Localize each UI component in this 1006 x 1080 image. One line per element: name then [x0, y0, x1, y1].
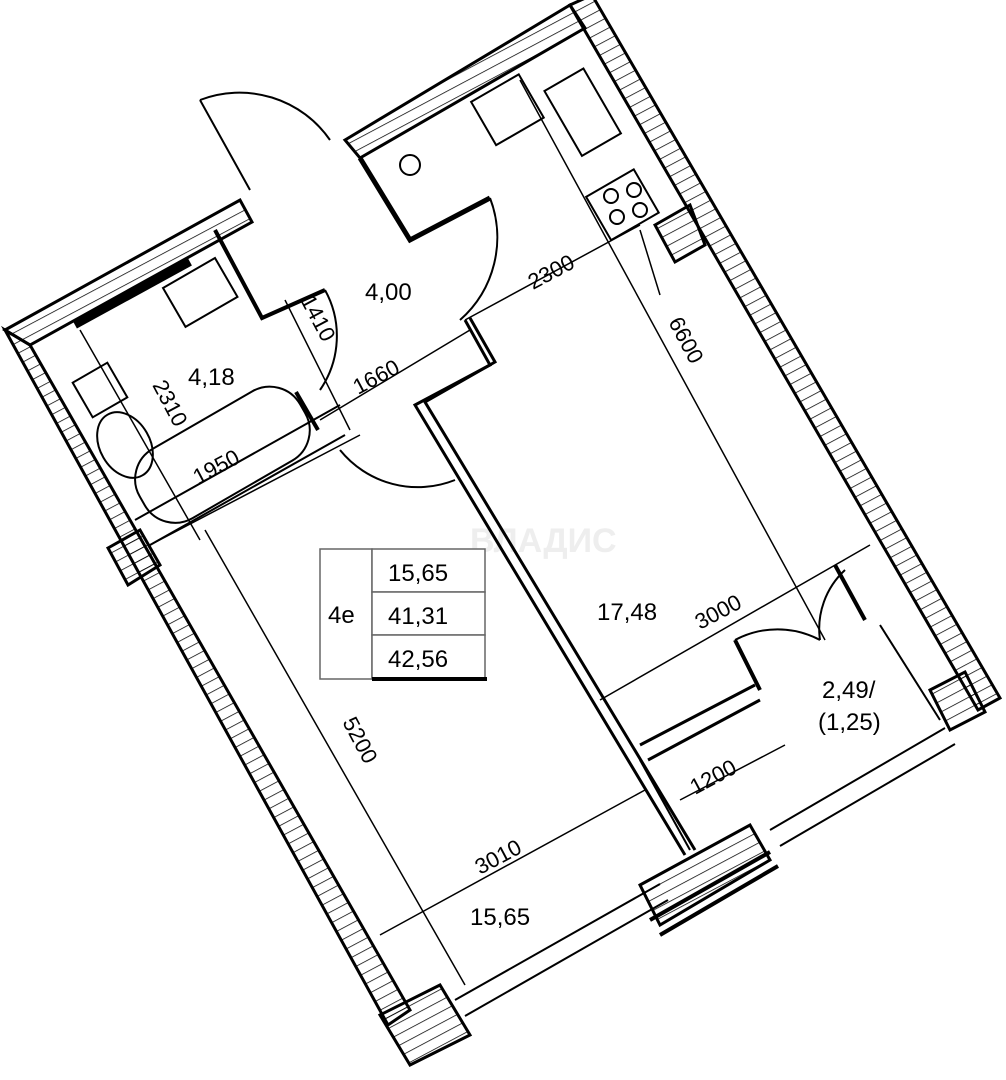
boiler-icon [399, 154, 421, 176]
dimension-lines [79, 79, 871, 986]
dishwasher-icon [543, 67, 623, 158]
interior-walls [134, 156, 941, 856]
total-area-value: 41,31 [388, 603, 448, 630]
bathtub-icon [134, 385, 311, 524]
living-area-value: 15,65 [388, 560, 448, 587]
dimension-1200: 1200 [686, 754, 741, 799]
doors [199, 91, 846, 641]
toilet-icon [71, 361, 129, 419]
dimension-2310: 2310 [148, 376, 193, 431]
dimension-2300: 2300 [524, 249, 579, 294]
dimension-3000: 3000 [691, 589, 746, 634]
dimension-5200: 5200 [338, 713, 383, 768]
room-area-balcony: 2,49/ [822, 677, 876, 704]
info-box: 4е 15,65 41,31 42,56 [319, 548, 487, 681]
room-area-balcony-reduced: (1,25) [818, 709, 881, 736]
room-area-bathroom: 4,18 [188, 364, 235, 391]
stove-icon [584, 167, 661, 242]
dimension-1410: 1410 [296, 291, 341, 346]
dimension-1950: 1950 [189, 444, 244, 489]
dimension-6600: 6600 [664, 313, 709, 368]
dimension-1660: 1660 [349, 354, 404, 399]
room-area-hall: 4,00 [365, 279, 412, 306]
windows [454, 727, 956, 1017]
watermark: ВЛАДИС [470, 522, 617, 560]
apartment-code: 4е [328, 602, 355, 629]
room-area-living: 15,65 [470, 904, 530, 931]
room-labels: 4,00 4,18 17,48 15,65 2,49/ (1,25) [188, 279, 881, 931]
room-area-kitchen: 17,48 [597, 599, 657, 626]
sink-icon [469, 72, 546, 147]
shaft-icon [161, 256, 239, 329]
dimension-3010: 3010 [471, 834, 526, 879]
fixtures [71, 67, 661, 524]
total-with-balcony-value: 42,56 [388, 646, 448, 673]
washbasin-icon [96, 411, 154, 479]
